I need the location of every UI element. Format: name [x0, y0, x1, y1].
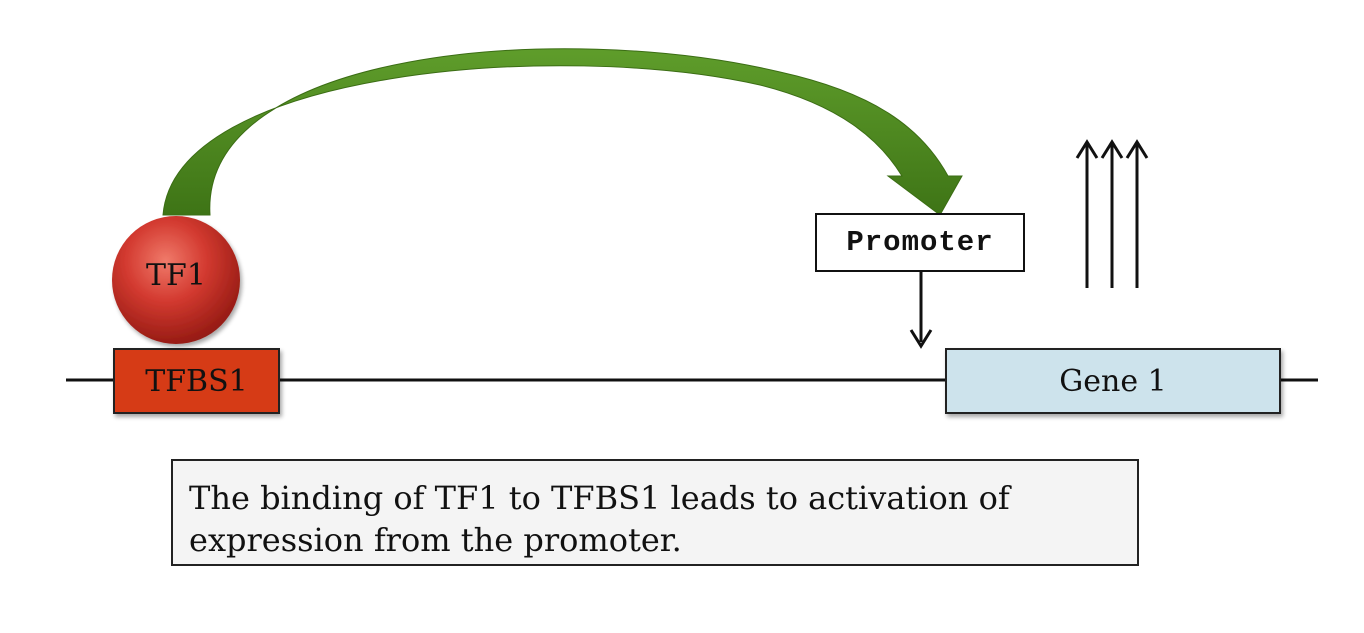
tf-label: TF1 — [146, 257, 206, 293]
tfbs-label: TFBS1 — [145, 363, 248, 399]
gene-label: Gene 1 — [1059, 363, 1167, 399]
activation-arrow — [162, 48, 963, 216]
tfbs-box — [113, 348, 280, 414]
up-arrow-icon — [1075, 139, 1099, 288]
up-arrow-icon — [1100, 139, 1124, 288]
caption: The binding of TF1 to TFBS1 leads to act… — [171, 459, 1139, 566]
tf-sphere — [112, 216, 240, 344]
upregulation-arrows — [1075, 139, 1149, 288]
promoter-down-arrow — [909, 272, 933, 349]
up-arrow-icon — [1125, 139, 1149, 288]
promoter-label: Promoter — [815, 213, 1025, 272]
gene-box — [945, 348, 1281, 414]
